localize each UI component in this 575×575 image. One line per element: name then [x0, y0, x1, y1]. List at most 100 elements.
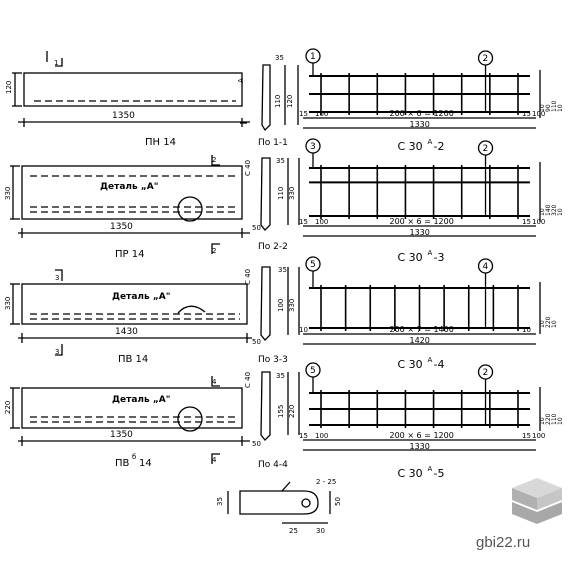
mesh-mark-sup: А [428, 249, 433, 257]
position-number: 3 [310, 142, 316, 152]
panel-pv14: Деталь „А" 330 1430 ПВ 14 3 3 [4, 269, 252, 365]
mesh-mark: С 30 [398, 140, 423, 153]
section-label: По 2-2 [258, 242, 288, 252]
panel-mark: ПВ [115, 458, 130, 469]
svg-text:155: 155 [277, 405, 285, 418]
section-profile [260, 157, 271, 231]
section-mark: 3 [55, 274, 59, 282]
svg-text:110: 110 [274, 95, 282, 108]
section-label: По 1-1 [258, 138, 288, 148]
panel-length: 1430 [115, 327, 138, 337]
mesh-end-dim: 10 [299, 326, 308, 334]
section-mark: 2 [212, 247, 216, 255]
mesh-end-dim: 100 [532, 218, 545, 226]
detail-a: 35 2 - 25 50 25 30 [216, 478, 342, 535]
mesh-height-dim: 10 [557, 417, 564, 425]
mesh-mark-suffix: -4 [434, 358, 445, 371]
mesh-mark: С 30 [398, 358, 423, 371]
panel-pr14: Деталь „А" 330 1350 ПР 14 2 2 [4, 155, 250, 260]
svg-text:100: 100 [277, 299, 285, 312]
svg-text:330: 330 [288, 187, 296, 200]
mesh-height-dim: 320 [551, 204, 558, 216]
detail-hole [301, 498, 311, 508]
panel-outline [21, 283, 248, 325]
svg-text:С 40: С 40 [244, 372, 252, 388]
svg-text:С 40: С 40 [244, 269, 252, 285]
svg-text:120: 120 [286, 95, 294, 108]
mesh-span: 200 × 6 = 1200 [390, 431, 454, 440]
mesh-mark-sup: А [428, 465, 433, 473]
mesh-height-dim: 220 [545, 316, 552, 328]
panel-length: 1350 [112, 111, 135, 121]
svg-text:35: 35 [275, 54, 284, 62]
detail-label: Деталь „А" [112, 395, 170, 405]
panel-height: 330 [4, 187, 12, 200]
mesh-height-dim: 10 [539, 320, 546, 328]
panel-mark: ПН 14 [145, 137, 176, 148]
panel-mark-sup: б [132, 453, 136, 461]
svg-text:110: 110 [277, 187, 285, 200]
section-profile [260, 371, 271, 441]
section-profile [261, 64, 271, 132]
mesh-mark-sup: А [428, 138, 433, 146]
detail-profile [239, 490, 319, 515]
section-4-4: С 40 35 155 220 50 По 4-4 [244, 371, 300, 470]
mesh-total: 1330 [410, 442, 430, 451]
svg-text:25: 25 [289, 527, 298, 535]
svg-text:35: 35 [276, 157, 285, 165]
panel-pvb14: Деталь „А" 220 1350 ПВ б 14 4 4 [4, 376, 250, 469]
svg-text:220: 220 [288, 405, 296, 418]
section-mark: 2 [212, 156, 216, 164]
section-3-3: С 40 35 100 330 50 По 3-3 [244, 266, 300, 365]
mesh-height-dim: 140 [545, 204, 552, 216]
mesh-end-dim: 15 [299, 110, 308, 118]
panel-mark: ПР 14 [115, 249, 144, 260]
mesh-total: 1330 [410, 120, 430, 129]
section-profile [260, 266, 271, 341]
detail-circle [177, 406, 203, 432]
position-number: 2 [483, 144, 489, 154]
mesh-end-dim: 15 [522, 110, 531, 118]
svg-text:35: 35 [216, 497, 224, 506]
position-number: 5 [310, 260, 316, 270]
detail-label: Деталь „А" [100, 182, 158, 192]
svg-text:50: 50 [252, 338, 261, 346]
svg-text:50: 50 [252, 224, 261, 232]
section-mark: 4 [212, 456, 217, 464]
svg-text:С 40: С 40 [244, 160, 252, 176]
mesh-end-dim: 100 [532, 110, 545, 118]
mesh-height-dim: 10 [539, 104, 546, 112]
mesh-height-dim: 10 [551, 320, 558, 328]
watermark-logo [512, 478, 562, 524]
panel-outline [21, 165, 243, 220]
mesh-end-dim: 100 [315, 110, 328, 118]
mesh-height-dim: 110 [551, 413, 558, 425]
mesh-mark: С 30 [398, 251, 423, 264]
mesh-end-dim: 10 [522, 326, 531, 334]
section-1-1: А 35 110 120 По 1-1 [237, 54, 299, 148]
svg-text:35: 35 [276, 372, 285, 380]
panel-outline [21, 387, 243, 429]
mesh-height-dim: 110 [551, 100, 558, 112]
position-number: 5 [310, 366, 316, 376]
detail-circle [177, 196, 203, 222]
section-mark: 4 [212, 378, 217, 386]
svg-text:330: 330 [288, 299, 296, 312]
mesh-height-dim: 10 [557, 208, 564, 216]
mesh-end-dim: 15 [299, 218, 308, 226]
mesh-height-dim: 220 [545, 413, 552, 425]
mesh-mark-suffix: -2 [434, 140, 445, 153]
section-mark: 3 [55, 348, 59, 356]
position-number: 2 [483, 368, 489, 378]
mesh-height-dim: 10 [557, 104, 564, 112]
svg-text:50: 50 [334, 497, 342, 506]
panel-pn14: 120 1350 ПН 14 1 [5, 51, 250, 148]
watermark-text: gbi22.ru [476, 534, 531, 551]
svg-text:2 - 25: 2 - 25 [316, 478, 336, 486]
section-mark: 1 [54, 59, 58, 67]
panel-height: 220 [4, 401, 12, 414]
